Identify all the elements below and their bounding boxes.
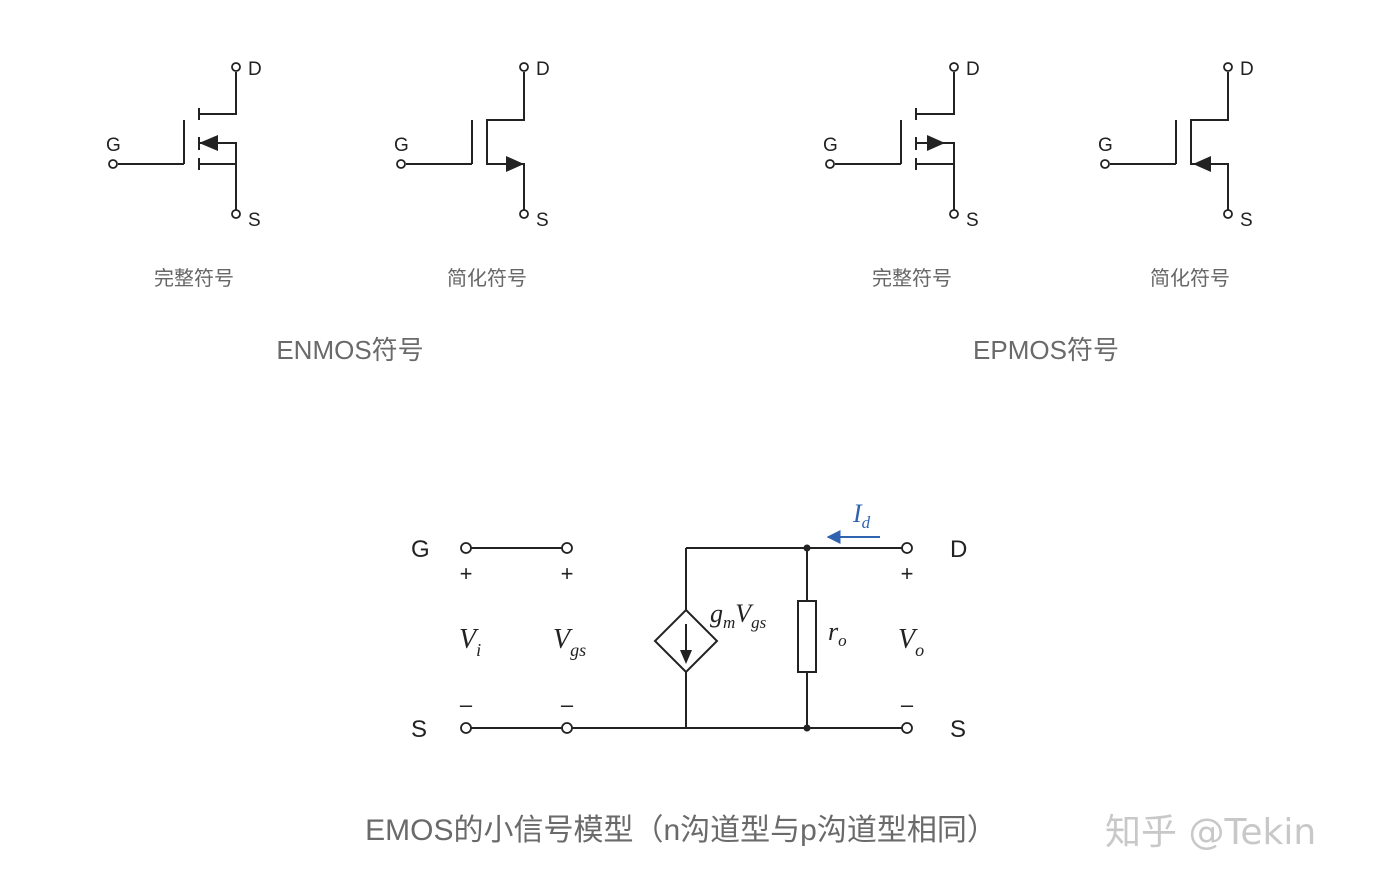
pin-label-d: D: [536, 59, 550, 80]
epmos-title: EPMOS符号: [973, 335, 1119, 365]
watermark: 知乎 @Tekin: [1105, 812, 1316, 853]
pin-label-d: D: [966, 59, 980, 80]
dependent-current-source: [653, 608, 719, 674]
pin-label-g: G: [1098, 135, 1113, 156]
pin-label-s: S: [1240, 210, 1253, 231]
enmos-simplified-symbol: D S G 简化符号: [394, 59, 550, 290]
pin-label-g: G: [823, 135, 838, 156]
enmos-full-symbol: D S G 完整符号: [106, 59, 262, 290]
output-resistor: [797, 600, 817, 673]
epmos-simplified-symbol: D S G 简化符号: [1098, 59, 1254, 290]
current-source-arrow-icon: [680, 650, 692, 664]
enmos-simplified-label: 简化符号: [447, 266, 527, 290]
pin-label-d: D: [248, 59, 262, 80]
minus-sign: –: [901, 692, 914, 717]
pin-label-g: G: [106, 135, 121, 156]
enmos-simplified-arrow-icon: [506, 156, 524, 172]
pin-label-s: S: [248, 210, 261, 231]
vi-label: Vi: [459, 624, 481, 660]
enmos-title: ENMOS符号: [276, 335, 423, 365]
epmos-simplified-arrow-icon: [1193, 156, 1211, 172]
ro-label: ro: [828, 617, 847, 650]
plus-sign: +: [901, 561, 914, 586]
circuit-label-g: G: [411, 536, 430, 563]
epmos-full-symbol: D S G 完整符号: [823, 59, 980, 290]
minus-sign: –: [460, 692, 473, 717]
minus-sign: –: [561, 692, 574, 717]
pin-label-s: S: [966, 210, 979, 231]
id-label: Id: [852, 499, 871, 532]
vo-label: Vo: [898, 624, 924, 660]
small-signal-circuit: G S D S + + + – – – Vi Vgs gmVgs ro Vo I…: [411, 499, 967, 743]
gm-vgs-label: gmVgs: [710, 599, 767, 632]
pin-label-d: D: [1240, 59, 1254, 80]
circuit-label-s-right: S: [950, 716, 966, 743]
enmos-full-label: 完整符号: [154, 266, 234, 290]
epmos-full-arrow-icon: [927, 135, 945, 151]
epmos-full-label: 完整符号: [872, 266, 952, 290]
pin-label-g: G: [394, 135, 409, 156]
plus-sign: +: [561, 561, 574, 586]
pin-label-s: S: [536, 210, 549, 231]
circuit-label-s-left: S: [411, 716, 427, 743]
vgs-label: Vgs: [553, 624, 586, 660]
enmos-full-arrow-icon: [199, 135, 218, 151]
epmos-simplified-label: 简化符号: [1150, 266, 1230, 290]
figure-caption: EMOS的小信号模型（n沟道型与p沟道型相同）: [365, 814, 997, 847]
plus-sign: +: [460, 561, 473, 586]
circuit-label-d: D: [950, 536, 967, 563]
